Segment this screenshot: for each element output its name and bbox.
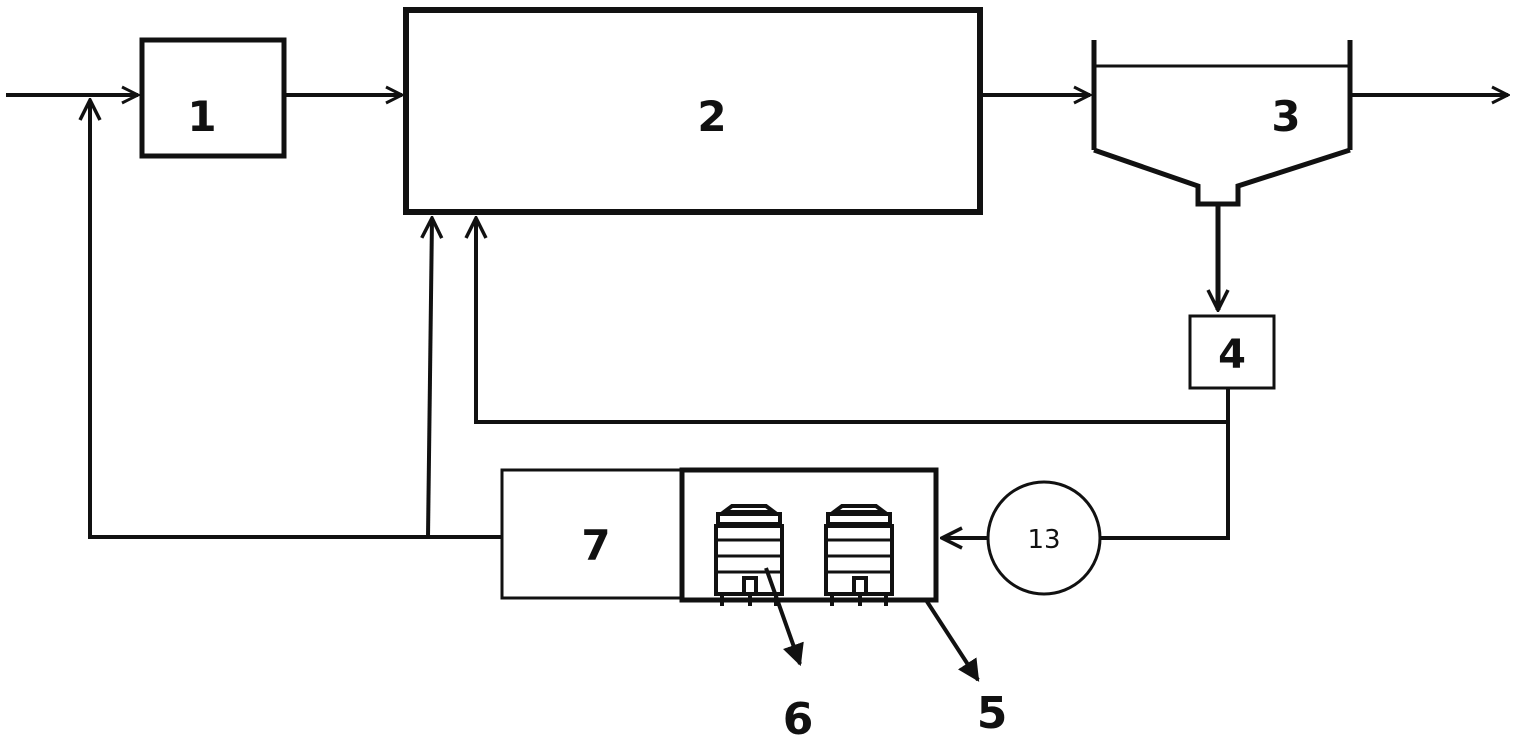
unit-4-label: 4 (1218, 332, 1246, 378)
callout-6-label: 6 (783, 694, 814, 745)
unit-13-label: 13 (1027, 525, 1060, 555)
unit4-to-pump-line (1100, 422, 1230, 540)
unit-7-label: 7 (581, 521, 610, 570)
unit-3-label: 3 (1271, 92, 1300, 141)
callout-6-arrow (764, 567, 804, 667)
flow-lines (6, 95, 1508, 538)
unit-3-tank (1091, 40, 1353, 207)
unit-2-box (403, 7, 983, 215)
cartridge-module-right (824, 504, 894, 606)
callout-5-arrow (924, 598, 980, 682)
module-container (679, 467, 939, 603)
unit7-return-line (90, 100, 502, 539)
unit-2-label: 2 (697, 92, 726, 141)
unit-1-label: 1 (187, 92, 216, 141)
unit-4-box (1188, 314, 1276, 390)
cartridge-module-left (714, 504, 784, 606)
unit7-to-unit2-arrow (428, 218, 432, 538)
callout-5-label: 5 (977, 688, 1008, 739)
unit-1-box (139, 37, 287, 159)
unit4-recycle-to-unit2 (476, 218, 1230, 424)
